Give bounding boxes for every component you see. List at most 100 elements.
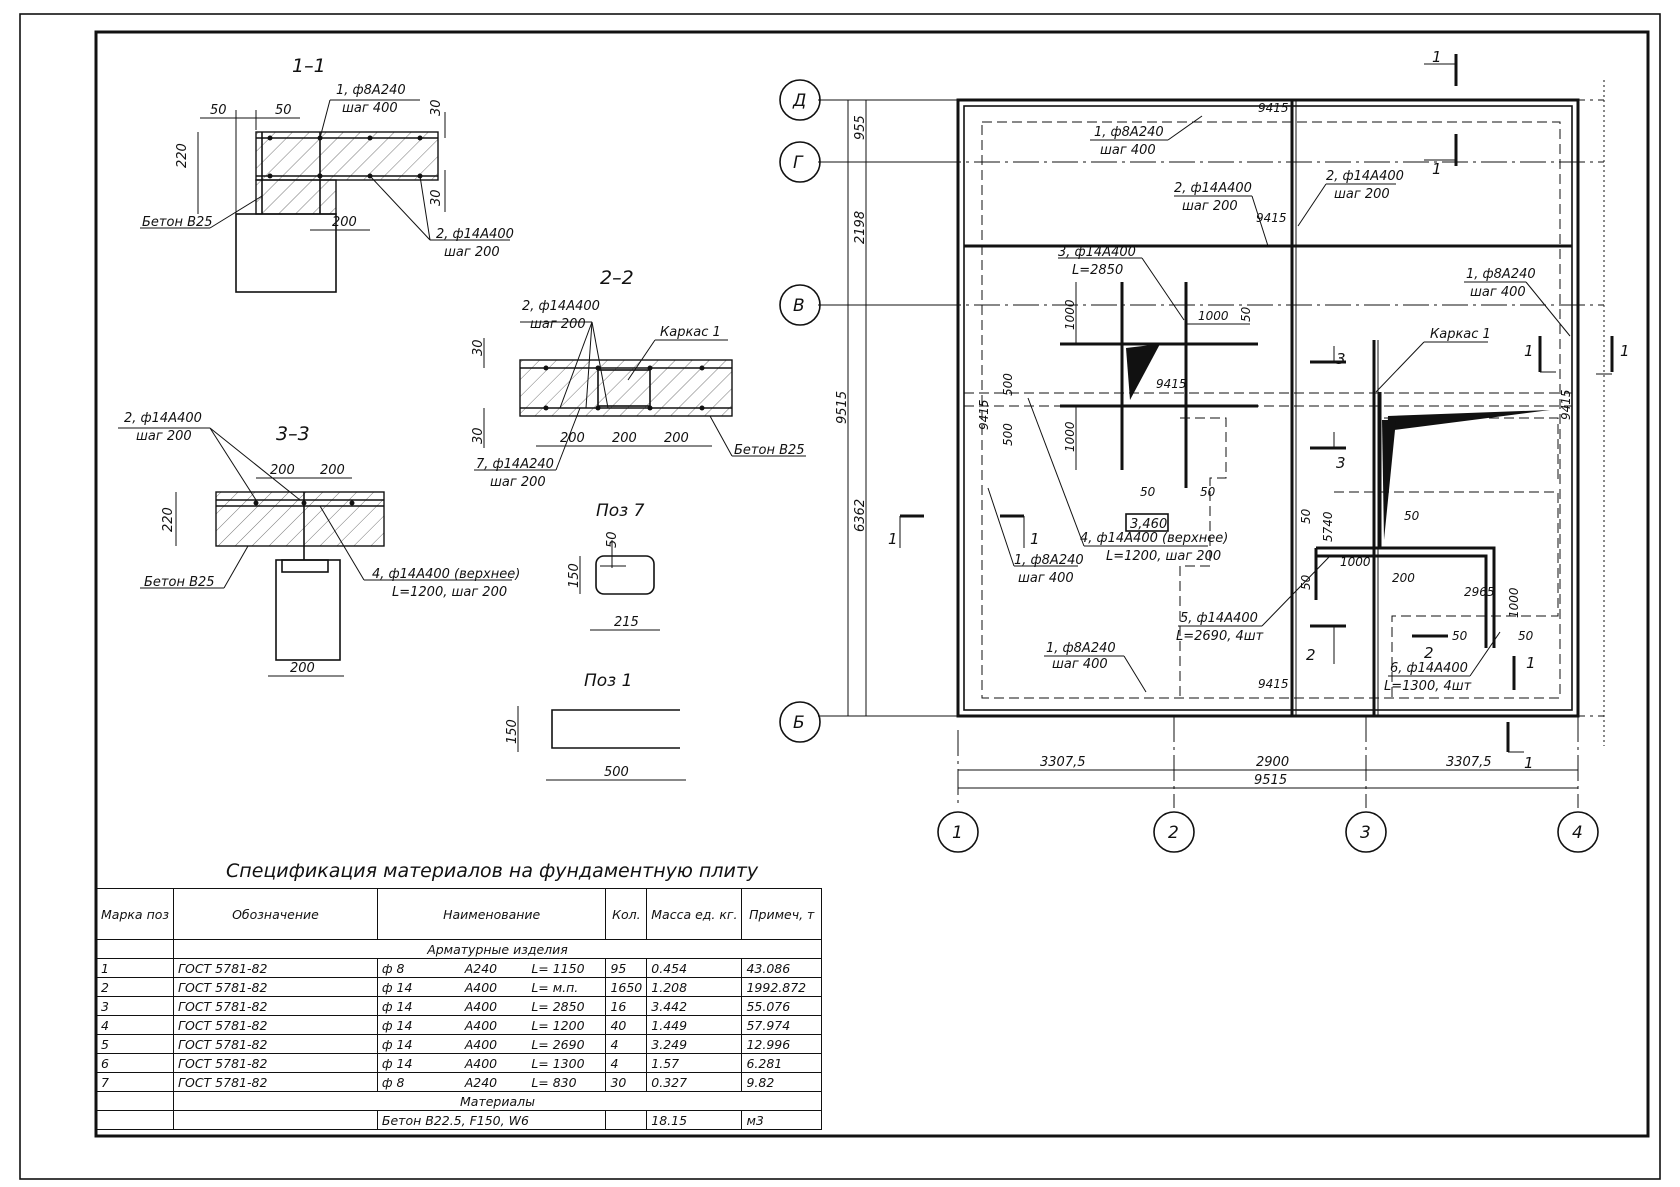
dim: 9515 <box>835 391 850 424</box>
rebar-label: шаг 200 <box>136 429 192 444</box>
rebar-label: 4, ф14А400 (верхнее) <box>372 567 520 582</box>
dim: 50 <box>1299 508 1313 524</box>
dim: 150 <box>567 563 582 588</box>
rebar-label: 4, ф14А400 (верхнее) <box>1080 531 1228 546</box>
rebar-label: 1, ф8А240 <box>1014 553 1084 568</box>
dim: 2198 <box>853 211 868 244</box>
mass-cell: 1.57 <box>646 1053 743 1073</box>
axis-bubble: Д <box>779 79 821 121</box>
group-label: Арматурные изделия <box>173 939 822 959</box>
spec-table: Марка поз Обозначение Наименование Кол. … <box>95 888 822 1130</box>
cut-label: 1 <box>1620 342 1630 360</box>
group-row: Арматурные изделия <box>95 939 822 959</box>
cut-label: 2 <box>1306 646 1316 664</box>
mass-cell: 3.249 <box>646 1034 743 1054</box>
rebar-label: 1, ф8А240 <box>1466 267 1536 282</box>
rebar-label: шаг 400 <box>342 101 398 116</box>
rebar-label: 2, ф14А400 <box>522 299 600 314</box>
rebar-label: 6, ф14А400 <box>1390 661 1468 676</box>
section-cut-marker: 1 <box>1596 336 1630 375</box>
detail-title: Поз 7 <box>596 501 645 521</box>
diameter-cell: ф 14 <box>376 1034 417 1054</box>
doc-cell <box>173 1110 378 1130</box>
section-cut-marker: 1 <box>888 514 924 548</box>
concrete-label: Бетон В25 <box>144 575 215 590</box>
dim: 9515 <box>1254 773 1287 788</box>
dim: 500 <box>1001 423 1015 446</box>
dim: 3307,5 <box>1040 755 1086 770</box>
section-title: 1–1 <box>292 55 326 77</box>
dim: 50 <box>210 103 227 118</box>
qty-cell: 95 <box>605 958 648 978</box>
dim: 200 <box>612 431 637 446</box>
dim: 1000 <box>1198 309 1229 323</box>
length-cell: L= 2850 <box>527 996 607 1016</box>
dim: 1000 <box>1063 299 1077 330</box>
axis-label: 1 <box>952 823 963 843</box>
cut-label: 1 <box>1432 48 1442 66</box>
axis-label: 2 <box>1168 823 1179 843</box>
note-cell: 57.974 <box>741 1015 822 1035</box>
qty-cell: 40 <box>605 1015 648 1035</box>
dim: 50 <box>275 103 292 118</box>
diameter-cell: ф 14 <box>376 1053 417 1073</box>
doc-cell: ГОСТ 5781-82 <box>173 996 378 1016</box>
length-cell: L= 1300 <box>527 1053 607 1073</box>
dim: 50 <box>1518 629 1534 643</box>
rebar-label: 2, ф14А400 <box>124 411 202 426</box>
dim: 220 <box>161 507 176 532</box>
dim: 2965 <box>1464 585 1495 599</box>
diameter-cell: ф 8 <box>376 958 417 978</box>
dim: 200 <box>320 463 345 478</box>
spacer-cell <box>416 977 461 997</box>
inner-frame <box>94 30 1650 1138</box>
section-title: 3–3 <box>276 423 310 445</box>
rebar-label: шаг 200 <box>1334 187 1390 202</box>
dim: 9415 <box>1559 389 1573 420</box>
class-cell: А400 <box>460 1015 528 1035</box>
dim: 9415 <box>1256 211 1287 225</box>
spacer-cell <box>416 1072 461 1092</box>
class-cell: А240 <box>460 1072 528 1092</box>
rebar-label: 7, ф14А240 <box>476 457 554 472</box>
section-cut-marker: 1 <box>1512 654 1536 690</box>
dim: 30 <box>471 427 486 444</box>
pos-cell: 1 <box>95 958 175 978</box>
rebar-label: шаг 400 <box>1100 143 1156 158</box>
rebar-label: L=2690, 4шт <box>1176 629 1264 644</box>
doc-cell: ГОСТ 5781-82 <box>173 1072 378 1092</box>
pos-cell <box>95 1110 175 1130</box>
dim: 50 <box>605 531 620 548</box>
dim: 50 <box>1452 629 1468 643</box>
dim: 5740 <box>1321 511 1335 542</box>
dim: 200 <box>1392 571 1415 585</box>
axis-bubble: Б <box>779 701 821 743</box>
dim: 6362 <box>853 499 868 532</box>
axis-bubble: В <box>779 284 821 326</box>
concrete-label: Бетон В25 <box>142 215 213 230</box>
cut-label: 1 <box>888 530 898 548</box>
rebar-label: 3, ф14А400 <box>1058 245 1136 260</box>
pos-cell: 7 <box>95 1072 175 1092</box>
pos-cell: 4 <box>95 1015 175 1035</box>
spec-title: Спецификация материалов на фундаментную … <box>226 860 759 882</box>
col-header: Масса ед. кг. <box>646 888 743 940</box>
class-cell: А240 <box>460 958 528 978</box>
detail-poz7: Поз 7 50 150 215 <box>567 501 660 631</box>
group-label: Материалы <box>173 1091 822 1111</box>
foundation-plan: 955 2198 9515 6362 3307,5 2900 3307,5 95… <box>779 48 1630 853</box>
rebar-label: L=2850 <box>1072 263 1123 278</box>
dim: 50 <box>1140 485 1156 499</box>
group-row: Материалы <box>95 1091 822 1111</box>
cut-label: 1 <box>1030 530 1040 548</box>
axis-label: 3 <box>1360 823 1371 843</box>
dim: 30 <box>429 99 444 116</box>
length-cell: L= 1150 <box>527 958 607 978</box>
mass-cell: 1.208 <box>646 977 743 997</box>
mass-cell: 0.454 <box>646 958 743 978</box>
axis-label: Г <box>793 153 804 173</box>
